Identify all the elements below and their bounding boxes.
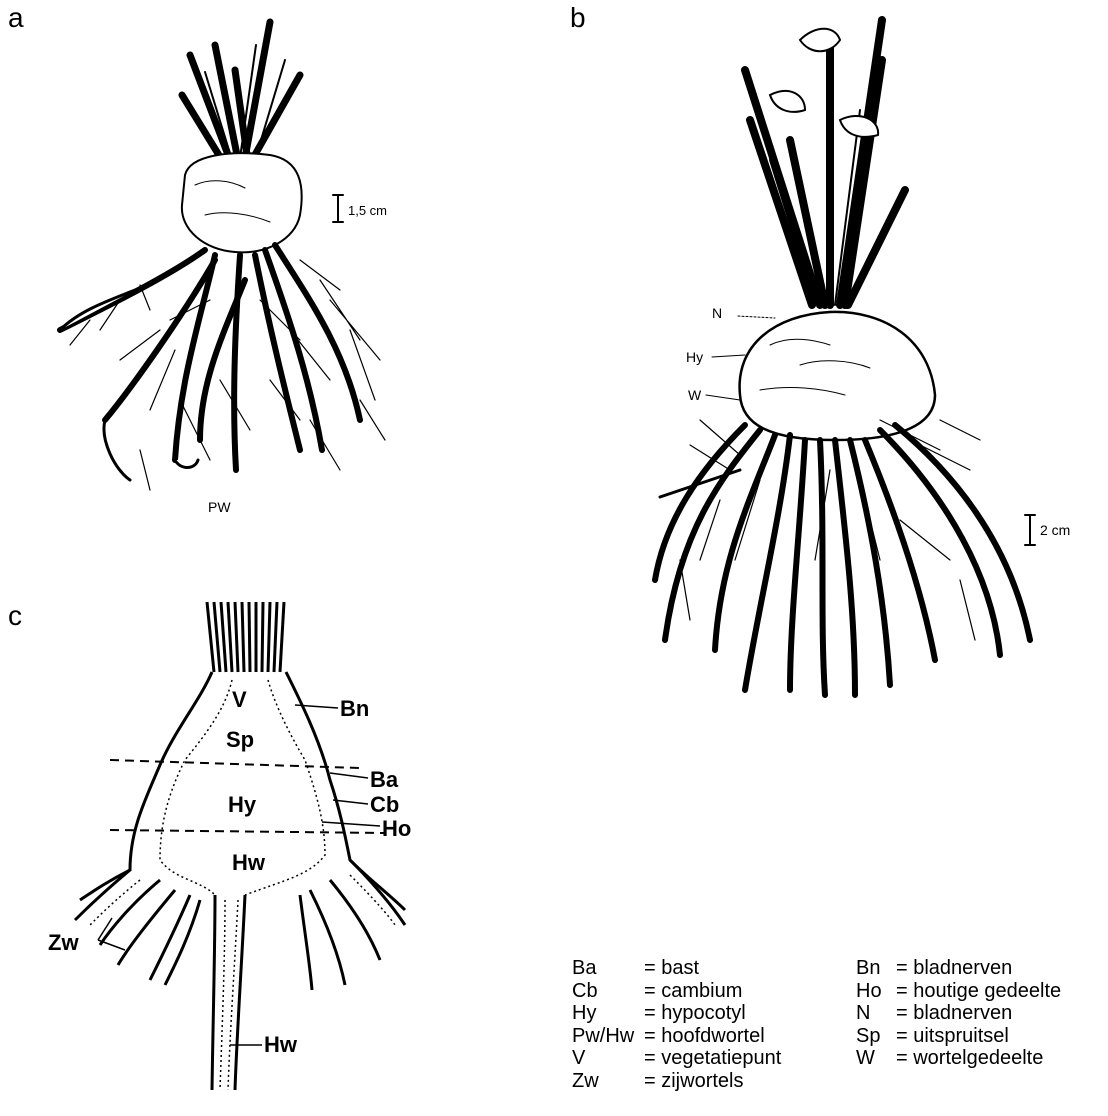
- legend-left: Ba= bast Cb= cambium Hy= hypocotyl Pw/Hw…: [572, 957, 781, 1092]
- panel-a-pw-label: PW: [208, 499, 231, 515]
- legend-meaning: = zijwortels: [644, 1070, 743, 1093]
- legend-row: Hy= hypocotyl: [572, 1002, 781, 1025]
- legend-meaning: = bladnerven: [896, 1002, 1012, 1024]
- legend-meaning: = bast: [644, 957, 699, 980]
- panel-c-region-v: V: [232, 687, 247, 712]
- panel-b-drawing: [655, 20, 1035, 695]
- panel-a-scale-label: 1,5 cm: [348, 203, 387, 218]
- legend-meaning: = cambium: [644, 980, 742, 1003]
- legend-row: Zw= zijwortels: [572, 1070, 781, 1093]
- legend-meaning: = hypocotyl: [644, 1002, 746, 1025]
- legend-abbr: Pw/Hw: [572, 1025, 644, 1048]
- legend-row: Pw/Hw= hoofdwortel: [572, 1025, 781, 1048]
- legend-row: Ba= bast: [572, 957, 781, 980]
- legend-right: Bn= bladnerven Ho= houtige gedeelte N= b…: [856, 957, 1061, 1070]
- panel-c-callout-ba: Ba: [370, 767, 399, 792]
- legend-meaning: = uitspruitsel: [896, 1025, 1009, 1047]
- legend-abbr: Ho: [856, 980, 896, 1003]
- legend-row: Bn= bladnerven: [856, 957, 1061, 980]
- legend-abbr: Hy: [572, 1002, 644, 1025]
- legend-abbr: V: [572, 1047, 644, 1070]
- panel-c-callout-bn: Bn: [340, 696, 369, 721]
- legend-abbr: Ba: [572, 957, 644, 980]
- legend-abbr: W: [856, 1047, 896, 1070]
- legend-meaning: = wortelgedeelte: [896, 1047, 1043, 1069]
- legend-row: Ho= houtige gedeelte: [856, 980, 1061, 1003]
- legend-row: Cb= cambium: [572, 980, 781, 1003]
- legend-abbr: Cb: [572, 980, 644, 1003]
- legend-abbr: Sp: [856, 1025, 896, 1048]
- legend-abbr: Bn: [856, 957, 896, 980]
- legend-row: Sp= uitspruitsel: [856, 1025, 1061, 1048]
- legend-abbr: N: [856, 1002, 896, 1025]
- panel-c-drawing: [75, 602, 405, 1090]
- legend-abbr: Zw: [572, 1070, 644, 1093]
- panel-c-callout-ho: Ho: [382, 816, 411, 841]
- panel-b-label-n: N: [712, 305, 722, 321]
- panel-c-region-hw: Hw: [232, 850, 266, 875]
- panel-b-label-hy: Hy: [686, 349, 703, 365]
- panel-b-scale-label: 2 cm: [1040, 522, 1070, 538]
- legend-meaning: = bladnerven: [896, 957, 1012, 979]
- panel-c-callout-hw: Hw: [264, 1032, 298, 1057]
- panel-b-label-w: W: [688, 387, 702, 403]
- legend-row: N= bladnerven: [856, 1002, 1061, 1025]
- legend-row: V= vegetatiepunt: [572, 1047, 781, 1070]
- panel-c-callout-cb: Cb: [370, 792, 399, 817]
- legend-meaning: = vegetatiepunt: [644, 1047, 781, 1070]
- panel-c-region-hy: Hy: [228, 792, 257, 817]
- panel-a-drawing: [60, 22, 385, 490]
- panel-c-callout-zw: Zw: [48, 930, 79, 955]
- legend-row: W= wortelgedeelte: [856, 1047, 1061, 1070]
- legend-meaning: = hoofdwortel: [644, 1025, 765, 1048]
- legend-meaning: = houtige gedeelte: [896, 980, 1061, 1002]
- panel-c-region-sp: Sp: [226, 727, 254, 752]
